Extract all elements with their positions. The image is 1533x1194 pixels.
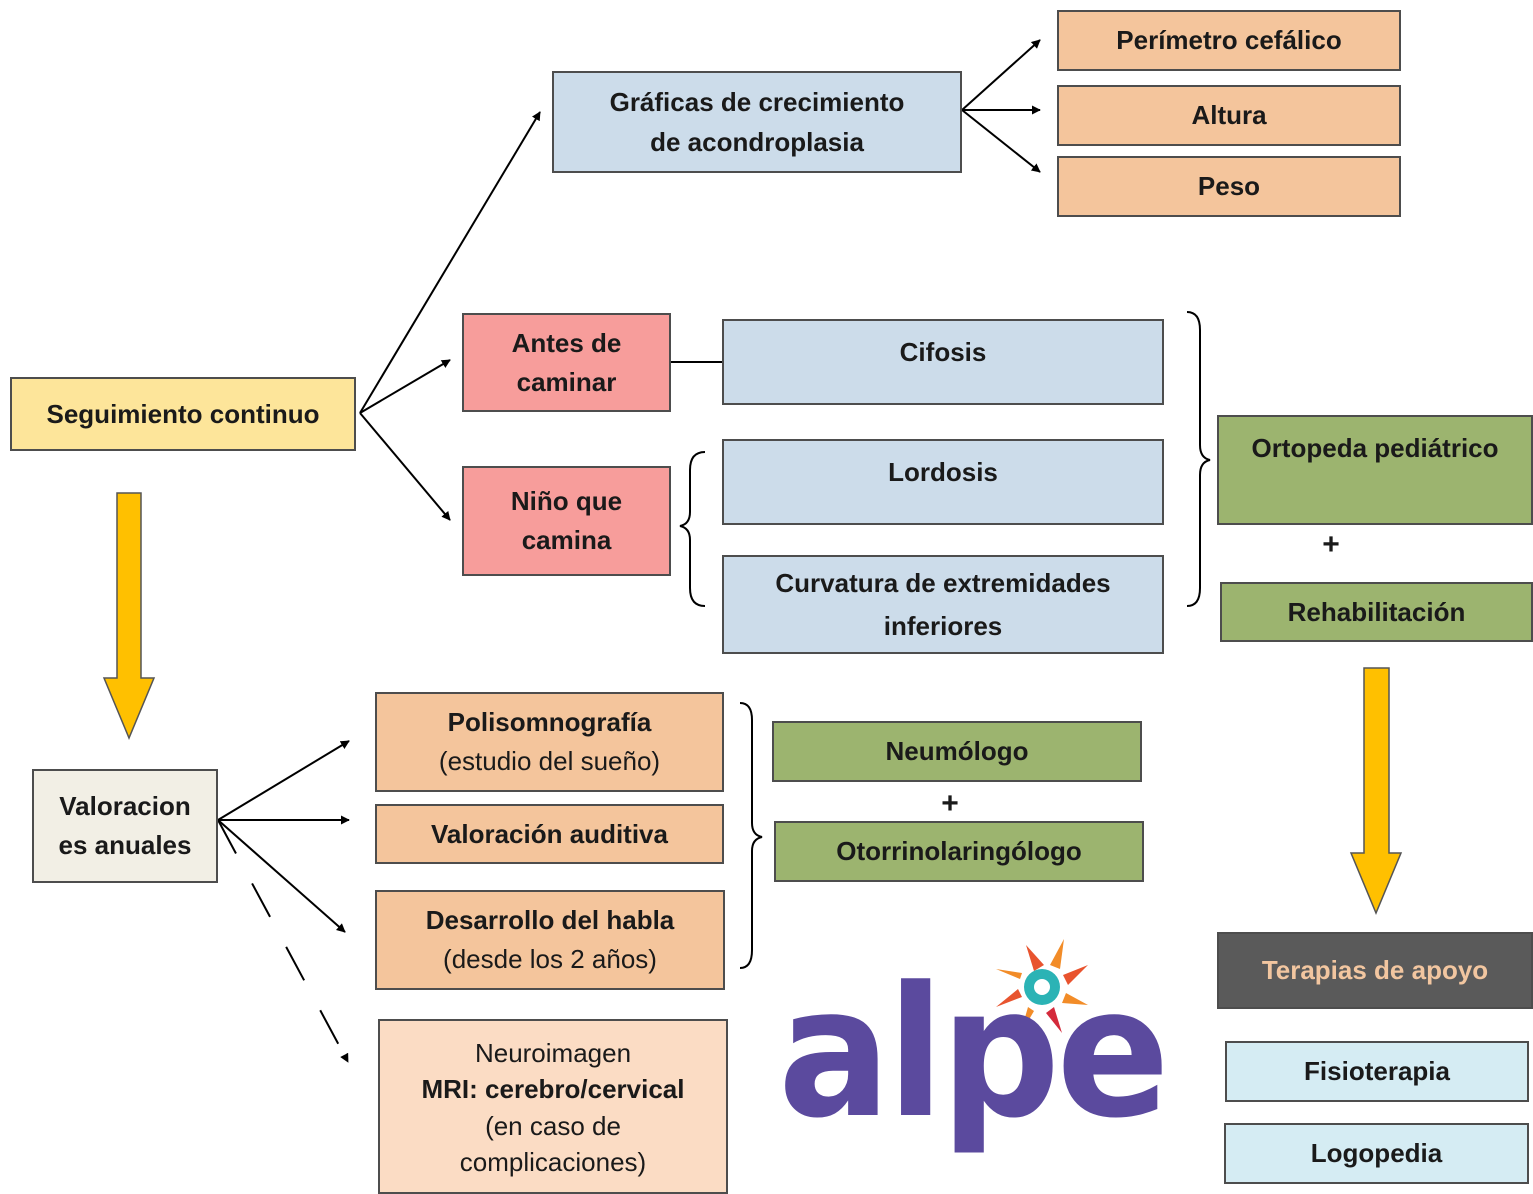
neuroimaging-title: Neuroimagen [474,1038,632,1068]
yellow-arrow-rehab-therapies [1349,667,1403,915]
speech-therapy-label: Logopedia [1310,1138,1443,1168]
annual-node: Valoracion es anuales [32,769,218,883]
orthopedics-plus: + [1322,528,1340,561]
physiotherapy-node: Fisioterapia [1225,1041,1529,1102]
ent-node: Otorrinolaringólogo [774,821,1144,882]
brace-walking [679,451,706,607]
arrow-annual-speech [217,819,346,933]
pneumologist-label: Neumólogo [885,736,1029,766]
arrow-root-growth [359,111,541,414]
curvature-label: Curvatura de extremidades inferiores [775,567,1111,641]
polysomnography-subtitle: (estudio del sueño) [438,746,661,776]
arrow-root-walking [359,412,451,521]
arrow-growth-perimeter [961,39,1041,111]
specialists-plus: + [941,787,959,820]
speech-node: Desarrollo del habla (desde los 2 años) [375,890,725,990]
curvature-node: Curvatura de extremidades inferiores [722,555,1164,654]
growth-charts-node: Gráficas de crecimiento de acondroplasia [552,71,962,173]
therapies-label: Terapias de apoyo [1261,955,1489,985]
arrow-annual-neuro [217,819,349,1063]
sun-icon [996,939,1088,1035]
walking-node: Niño que camina [462,466,671,576]
neuroimaging-note-2: complicaciones) [459,1147,647,1178]
polysomnography-title: Polisomnografía [447,707,652,737]
yellow-arrow-root-annual [102,492,156,740]
speech-title: Desarrollo del habla [425,905,675,935]
arrow-annual-polysomnography [217,740,350,821]
lordosis-node: Lordosis [722,439,1164,525]
therapies-node: Terapias de apoyo [1217,932,1533,1009]
height-node: Altura [1057,85,1401,146]
height-label: Altura [1191,100,1267,130]
cifosis-node: Cifosis [722,319,1164,405]
polysomnography-node: Polisomnografía (estudio del sueño) [375,692,724,792]
annual-label: Valoracion es anuales [58,791,192,860]
arrow-root-before-walking [359,359,451,414]
hearing-label: Valoración auditiva [431,818,668,849]
alpe-logo: alpe [778,939,1170,1158]
lordosis-label: Lordosis [888,457,998,487]
speech-subtitle: (desde los 2 años) [443,944,657,974]
perimeter-label: Perímetro cefálico [1116,25,1342,55]
hearing-node: Valoración auditiva [375,804,724,864]
walking-label: Niño que camina [510,486,623,555]
weight-node: Peso [1057,156,1401,217]
brace-annual [739,702,763,969]
cifosis-label: Cifosis [899,337,987,367]
before-walking-node: Antes de caminar [462,313,671,412]
rehab-label: Rehabilitación [1287,596,1466,627]
pneumologist-node: Neumólogo [772,721,1142,782]
brace-conditions [1186,311,1211,607]
before-walking-label: Antes de caminar [511,327,622,397]
physiotherapy-label: Fisioterapia [1304,1056,1450,1086]
rehab-node: Rehabilitación [1220,582,1533,642]
neuroimaging-note-1: (en caso de [485,1110,621,1141]
root-node: Seguimiento continuo [10,377,356,451]
neuroimaging-node: Neuroimagen MRI: cerebro/cervical (en ca… [378,1019,728,1194]
root-label: Seguimiento continuo [46,398,320,429]
growth-charts-label: Gráficas de crecimiento de acondroplasia [609,86,905,157]
neuroimaging-mri: MRI: cerebro/cervical [421,1074,685,1105]
logo-wordmark: alpe [778,949,1166,1158]
arrow-growth-weight [961,109,1041,173]
ent-label: Otorrinolaringólogo [836,836,1082,866]
speech-therapy-node: Logopedia [1224,1123,1529,1184]
orthopedist-node: Ortopeda pediátrico [1217,415,1533,525]
weight-label: Peso [1197,171,1261,201]
orthopedist-label: Ortopeda pediátrico [1251,433,1499,463]
perimeter-node: Perímetro cefálico [1057,10,1401,71]
